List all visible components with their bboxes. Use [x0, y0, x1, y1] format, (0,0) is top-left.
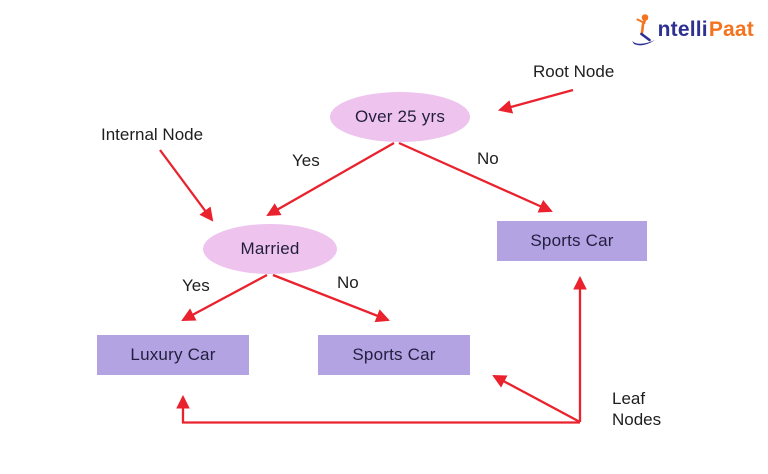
node-leaf-right-label: Sports Car: [530, 231, 614, 250]
edge-label-root-no: No: [477, 149, 499, 168]
annotation-arrow-root-node: [498, 88, 574, 114]
edge-root-to-sports-car-right: [398, 141, 553, 213]
node-root-over-25-yrs: Over 25 yrs: [330, 92, 470, 142]
internal-node-label: Internal Node: [101, 125, 204, 144]
edge-root-to-married: [266, 142, 395, 217]
leaf-arrow-to-luxury-car: [176, 394, 580, 424]
logo-text-ntelli: ntelli: [657, 18, 708, 41]
edge-label-root-yes: Yes: [292, 151, 320, 170]
root-node-label: Root Node: [533, 62, 615, 81]
edge-label-married-no: No: [337, 273, 359, 292]
leaf-nodes-label: Leaf Nodes: [612, 389, 662, 430]
node-leaf-middle-label: Sports Car: [352, 345, 436, 364]
leaf-arrow-to-sports-car-middle: [492, 374, 581, 424]
node-leaf-left-label: Luxury Car: [130, 345, 216, 364]
edge-married-to-luxury-car: [181, 273, 268, 322]
node-internal-married: Married: [203, 224, 337, 274]
node-leaf-sports-car-right: Sports Car: [497, 221, 647, 261]
node-leaf-sports-car-middle: Sports Car: [318, 335, 470, 375]
node-internal-label: Married: [240, 239, 300, 258]
node-leaf-luxury-car: Luxury Car: [97, 335, 249, 375]
edge-married-to-sports-car-middle: [272, 273, 390, 323]
edge-label-married-yes: Yes: [182, 276, 210, 295]
node-root-label: Over 25 yrs: [354, 107, 446, 126]
logo-text-paat: Paat: [708, 18, 754, 41]
annotation-arrow-internal-node: [159, 149, 214, 222]
intellipaat-figure-icon: [631, 14, 655, 46]
